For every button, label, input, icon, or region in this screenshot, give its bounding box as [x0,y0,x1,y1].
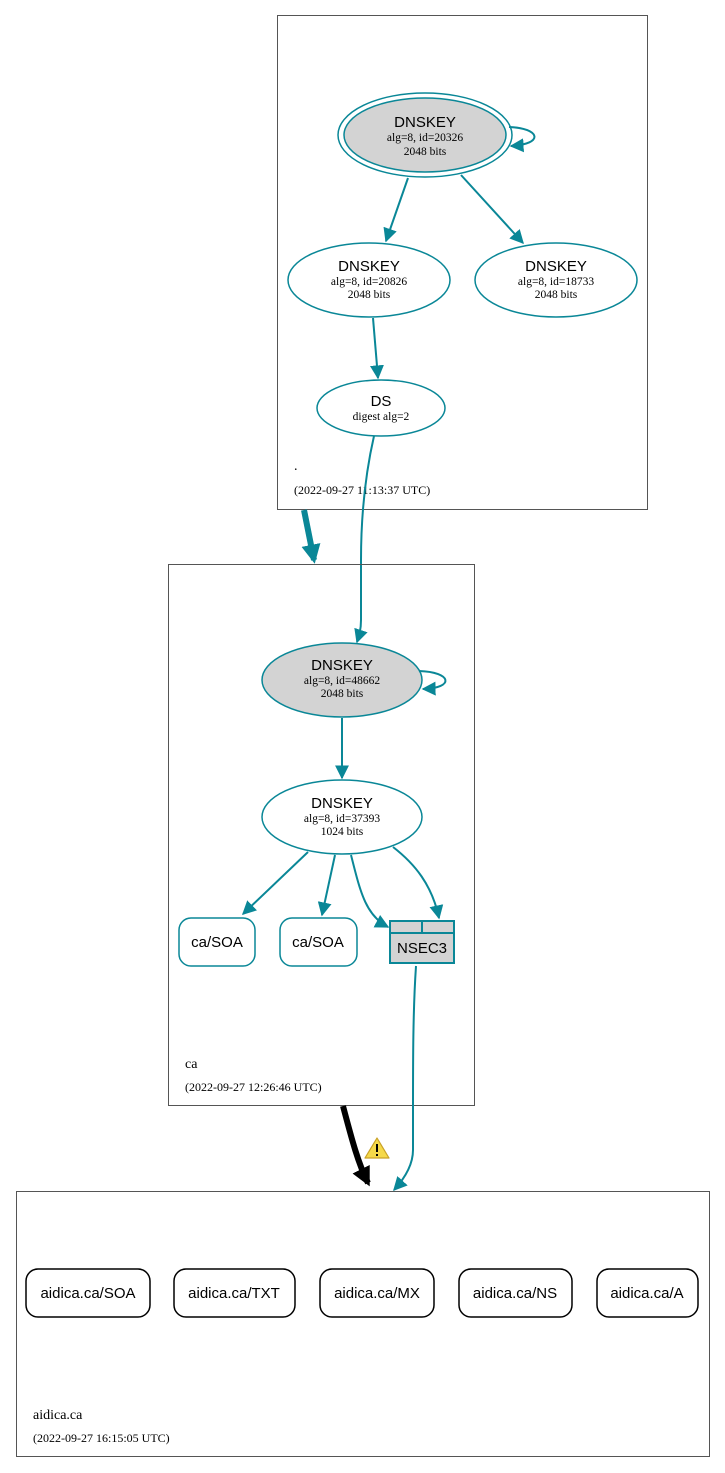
root-zsk-a-node: DNSKEY alg=8, id=20826 2048 bits [287,242,451,318]
edge-root-ksk-to-zsk-b [460,174,524,245]
edge-ca-zsk-to-nsec3-a [350,854,390,928]
zone-root-timestamp: (2022-09-27 11:13:37 UTC) [294,483,430,497]
aidica-mx-label: aidica.ca/MX [334,1285,420,1302]
zone-root: DNSKEY alg=8, id=20326 2048 bits DNSKEY … [277,15,648,510]
edge-ca-zsk-to-nsec3-b [392,846,444,920]
edge-nsec3-to-aidica [393,965,417,1192]
zone-root-box [277,15,648,510]
edge-ca-zsk-to-soa-1 [241,851,309,915]
root-ksk-self-edge [508,126,536,153]
delegation-ca-to-aidica [340,1105,371,1187]
aidica-ns-node: aidica.ca/NS [458,1268,573,1318]
aidica-a-node: aidica.ca/A [596,1268,699,1318]
root-zsk-a-title: DNSKEY [338,258,400,275]
delegation-root-to-ca [301,509,321,564]
ca-nsec3-node: NSEC3 [389,920,455,964]
aidica-txt-label: aidica.ca/TXT [188,1285,280,1302]
zone-ca: DNSKEY alg=8, id=48662 2048 bits DNSKEY … [168,564,475,1106]
aidica-a-label: aidica.ca/A [610,1285,683,1302]
root-zsk-b-alg: alg=8, id=18733 [518,276,594,288]
zone-aidica: aidica.ca/SOA aidica.ca/TXT aidica.ca/MX… [16,1191,710,1457]
zone-root-name: . [294,459,298,474]
edge-ca-zsk-to-soa-2 [317,854,336,917]
ca-ksk-node: DNSKEY alg=8, id=48662 2048 bits [261,642,423,718]
edge-root-ksk-to-zsk-a [383,177,409,243]
root-ksk-bits: 2048 bits [404,146,447,158]
ca-soa-1-label: ca/SOA [191,934,243,951]
root-ksk-alg: alg=8, id=20326 [387,132,463,144]
ca-zsk-bits: 1024 bits [321,826,364,838]
root-ksk-title: DNSKEY [394,114,456,131]
root-ds-digest: digest alg=2 [353,411,410,423]
root-ksk-node: DNSKEY alg=8, id=20326 2048 bits [337,92,513,178]
warning-triangle-icon[interactable] [364,1137,390,1159]
ca-ksk-bits: 2048 bits [321,688,364,700]
root-ds-node: DS digest alg=2 [316,379,446,437]
zone-ca-box [168,564,475,1106]
root-zsk-a-alg: alg=8, id=20826 [331,276,407,288]
zone-ca-timestamp: (2022-09-27 12:26:46 UTC) [185,1080,322,1094]
ca-zsk-title: DNSKEY [311,795,373,812]
zone-aidica-timestamp: (2022-09-27 16:15:05 UTC) [33,1431,170,1445]
zone-ca-name: ca [185,1057,198,1072]
ca-soa-1-node: ca/SOA [178,917,256,967]
ca-zsk-alg: alg=8, id=37393 [304,813,380,825]
ca-ksk-title: DNSKEY [311,657,373,674]
edge-ds-to-ca-ksk [354,435,375,644]
aidica-ns-label: aidica.ca/NS [473,1285,557,1302]
zone-aidica-name: aidica.ca [33,1408,83,1423]
root-zsk-b-bits: 2048 bits [535,289,578,301]
root-zsk-b-node: DNSKEY alg=8, id=18733 2048 bits [474,242,638,318]
ca-zsk-node: DNSKEY alg=8, id=37393 1024 bits [261,779,423,855]
root-zsk-b-title: DNSKEY [525,258,587,275]
aidica-mx-node: aidica.ca/MX [319,1268,435,1318]
aidica-soa-label: aidica.ca/SOA [40,1285,135,1302]
root-zsk-a-bits: 2048 bits [348,289,391,301]
ca-nsec3-label: NSEC3 [397,940,447,957]
ca-ksk-alg: alg=8, id=48662 [304,675,380,687]
zone-aidica-box [16,1191,710,1457]
root-ds-title: DS [371,393,392,410]
aidica-soa-node: aidica.ca/SOA [25,1268,151,1318]
edge-root-zsk-a-to-ds [369,317,384,380]
aidica-txt-node: aidica.ca/TXT [173,1268,296,1318]
ca-soa-2-node: ca/SOA [279,917,358,967]
ca-ksk-self-edge [418,670,447,696]
ca-soa-2-label: ca/SOA [292,934,344,951]
